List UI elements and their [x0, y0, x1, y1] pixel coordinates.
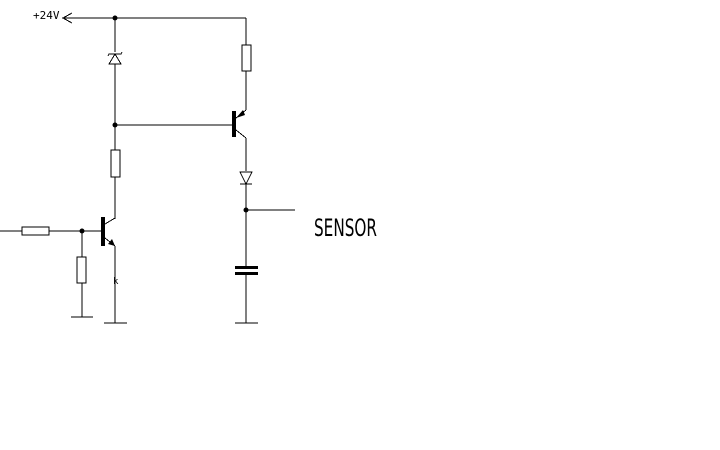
supply-voltage-label: +24V — [33, 9, 60, 22]
upper-transistor — [232, 109, 247, 139]
supply-arrow — [61, 12, 115, 24]
capacitor — [235, 266, 258, 275]
sensor-label: SENSOR — [314, 214, 377, 242]
collector-resistor — [241, 44, 252, 72]
base-bias-resistor — [110, 149, 121, 178]
pulldown-resistor — [76, 256, 87, 284]
input-resistor — [21, 226, 50, 236]
series-diode — [239, 171, 253, 186]
emitter-mark-label: k — [113, 277, 119, 287]
lower-transistor — [101, 217, 116, 247]
zener-diode — [107, 51, 123, 65]
